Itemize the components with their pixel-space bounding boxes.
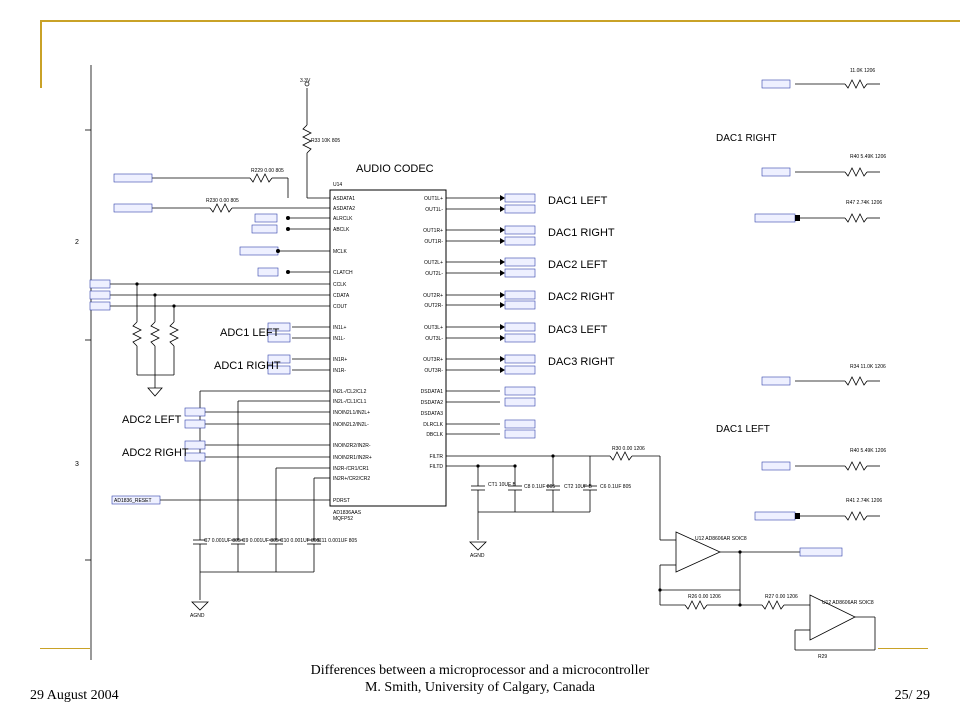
u12b-label: U12 AD8606AR SOIC8 <box>822 600 874 606</box>
chip-left-pin-1: ASDATA2 <box>333 206 355 212</box>
chip-left-pin-18: INOIN2R1/IN2R+ <box>333 455 372 461</box>
footer-author: M. Smith, University of Calgary, Canada <box>364 680 596 695</box>
chip-left-pin-16: INOIN2L2/IN2L- <box>333 422 369 428</box>
chip-right-pin-0: OUT1L+ <box>424 196 443 202</box>
r33-label: R33 10K 805 <box>311 138 340 144</box>
c11-label: C11 0.001UF 805 <box>318 538 357 544</box>
chip-part: AD1836AAS <box>333 510 362 516</box>
chip-right-pins: OUT1L+ OUT1L- OUT1R+ OUT1R- OUT2L+ OUT2L- OUT2… <box>421 196 444 470</box>
supply-label: 3.3V <box>300 78 311 84</box>
chip-right-pin-11: OUT3R- <box>424 368 443 374</box>
chip-left-pin-20: IN2R+/CR2/CR2 <box>333 476 370 482</box>
label-adc2-right: ADC2 RIGHT <box>122 447 189 459</box>
chip-left-pin-4: MCLK <box>333 249 348 255</box>
r230-label: R230 0.00 805 <box>206 198 239 204</box>
r229-label: R229 0.00 805 <box>251 168 284 174</box>
label-dac1-left: DAC1 LEFT <box>548 195 608 207</box>
chip-left-pin-0: ASDATA1 <box>333 196 355 202</box>
ct2-label: CT2 10UF B <box>564 484 592 490</box>
chip-package: MQFP52 <box>333 516 353 522</box>
chip-left-pin-17: INOIN2R2/IN2R- <box>333 443 371 449</box>
r34a-label: 11.0K 1206 <box>850 68 875 74</box>
chip-right-pin-12: DSDATA1 <box>421 389 444 395</box>
agnd-label-2: AGND <box>470 553 485 559</box>
r27-label: R27 0.00 1206 <box>765 594 798 600</box>
row-marker-2: 2 <box>75 239 79 246</box>
chip-left-pin-10: IN1L- <box>333 336 346 342</box>
top-rule <box>40 20 960 22</box>
chip-right-pin-17: FILTR <box>429 454 443 460</box>
c9-label: C9 0.001UF 805 <box>242 538 279 544</box>
label-right-dac1-right: DAC1 RIGHT <box>716 133 777 144</box>
chip-right-pin-18: FILTD <box>429 464 443 470</box>
chip-ref: U14 <box>333 182 342 188</box>
chip-right-pin-15: DLRCLK <box>423 422 443 428</box>
u12a-label: U12 AD8606AR SOIC8 <box>695 536 747 542</box>
chip-left-pin-12: IN1R- <box>333 368 346 374</box>
label-dac3-left: DAC3 LEFT <box>548 324 608 336</box>
c10-label: C10 0.001UF 805 <box>280 538 320 544</box>
label-adc1-right: ADC1 RIGHT <box>214 360 281 372</box>
row-marker-3: 3 <box>75 461 79 468</box>
chip-left-pin-7: CDATA <box>333 293 350 299</box>
bottom-rule-right <box>878 648 928 649</box>
chip-left-pin-14: IN2L-/CL1/CL1 <box>333 399 367 405</box>
r34b-label: R34 11.0K 1206 <box>850 364 886 370</box>
chip-left-pin-3: ABCLK <box>333 227 350 233</box>
r41-label: R41 2.74K 1206 <box>846 498 882 504</box>
c7-label: C7 0.001UF 805 <box>204 538 241 544</box>
label-right-dac1-left: DAC1 LEFT <box>716 424 770 435</box>
footer-title: Differences between a microprocessor and… <box>310 663 650 678</box>
r26-label: R26 0.00 1206 <box>688 594 721 600</box>
footer-date: 29 August 2004 <box>30 688 119 703</box>
chip-right-pin-5: OUT2L- <box>425 271 443 277</box>
chip-right-pin-2: OUT1R+ <box>423 228 443 234</box>
chip-right-pin-6: OUT2R+ <box>423 293 443 299</box>
r47-label: R47 2.74K 1206 <box>846 200 882 206</box>
bottom-rule-left <box>40 648 90 649</box>
chip-right-pin-4: OUT2L+ <box>424 260 443 266</box>
r40a-label: R40 5.49K 1206 <box>850 154 886 160</box>
footer-center: Differences between a microprocessor and… <box>230 662 730 696</box>
net-reset-label: AD1836_RESET <box>114 498 152 504</box>
label-adc1-left: ADC1 LEFT <box>220 327 280 339</box>
left-rule <box>40 20 42 88</box>
chip-right-pin-14: DSDATA3 <box>421 411 444 417</box>
chip-left-pin-19: IN2R-/CR1/CR1 <box>333 466 369 472</box>
label-dac1-right: DAC1 RIGHT <box>548 227 615 239</box>
r40b-label: R40 5.49K 1206 <box>850 448 886 454</box>
chip-left-pin-6: CCLK <box>333 282 347 288</box>
chip-left-pin-15: INOIN2L1/IN2L+ <box>333 410 370 416</box>
agnd-label-1: AGND <box>190 613 205 619</box>
chip-right-pin-13: DSDATA2 <box>421 400 444 406</box>
chip-right-pin-8: OUT3L+ <box>424 325 443 331</box>
chip-right-pin-7: OUT2R- <box>424 303 443 309</box>
chip-right-pin-10: OUT3R+ <box>423 357 443 363</box>
c8-label: C8 0.1UF 805 <box>524 484 555 490</box>
chip-left-pin-11: IN1R+ <box>333 357 347 363</box>
r29-label: R29 <box>818 654 827 660</box>
label-dac2-left: DAC2 LEFT <box>548 259 608 271</box>
chip-left-pin-2: ALRCLK <box>333 216 353 222</box>
schematic-title: AUDIO CODEC <box>356 163 434 175</box>
ct1-label: CT1 10UF B <box>488 482 516 488</box>
chip-left-pin-13: IN2L-/CL2/CL2 <box>333 389 367 395</box>
chip-right-pin-3: OUT1R- <box>424 239 443 245</box>
chip-left-pin-9: IN1L+ <box>333 325 347 331</box>
chip-right-pin-1: OUT1L- <box>425 207 443 213</box>
chip-left-pin-5: CLATCH <box>333 270 353 276</box>
r30-label: R30 0.00 1206 <box>612 446 645 452</box>
label-adc2-left: ADC2 LEFT <box>122 414 182 426</box>
c6-label: C6 0.1UF 805 <box>600 484 631 490</box>
chip-left-pin-8: COUT <box>333 304 347 310</box>
chip-left-pin-21: PDRST <box>333 498 350 504</box>
label-dac3-right: DAC3 RIGHT <box>548 356 615 368</box>
chip-right-pin-9: OUT3L- <box>425 336 443 342</box>
footer-page-number: 25/ 29 <box>894 688 930 703</box>
chip-right-pin-16: DBCLK <box>426 432 443 438</box>
label-dac2-right: DAC2 RIGHT <box>548 291 615 303</box>
